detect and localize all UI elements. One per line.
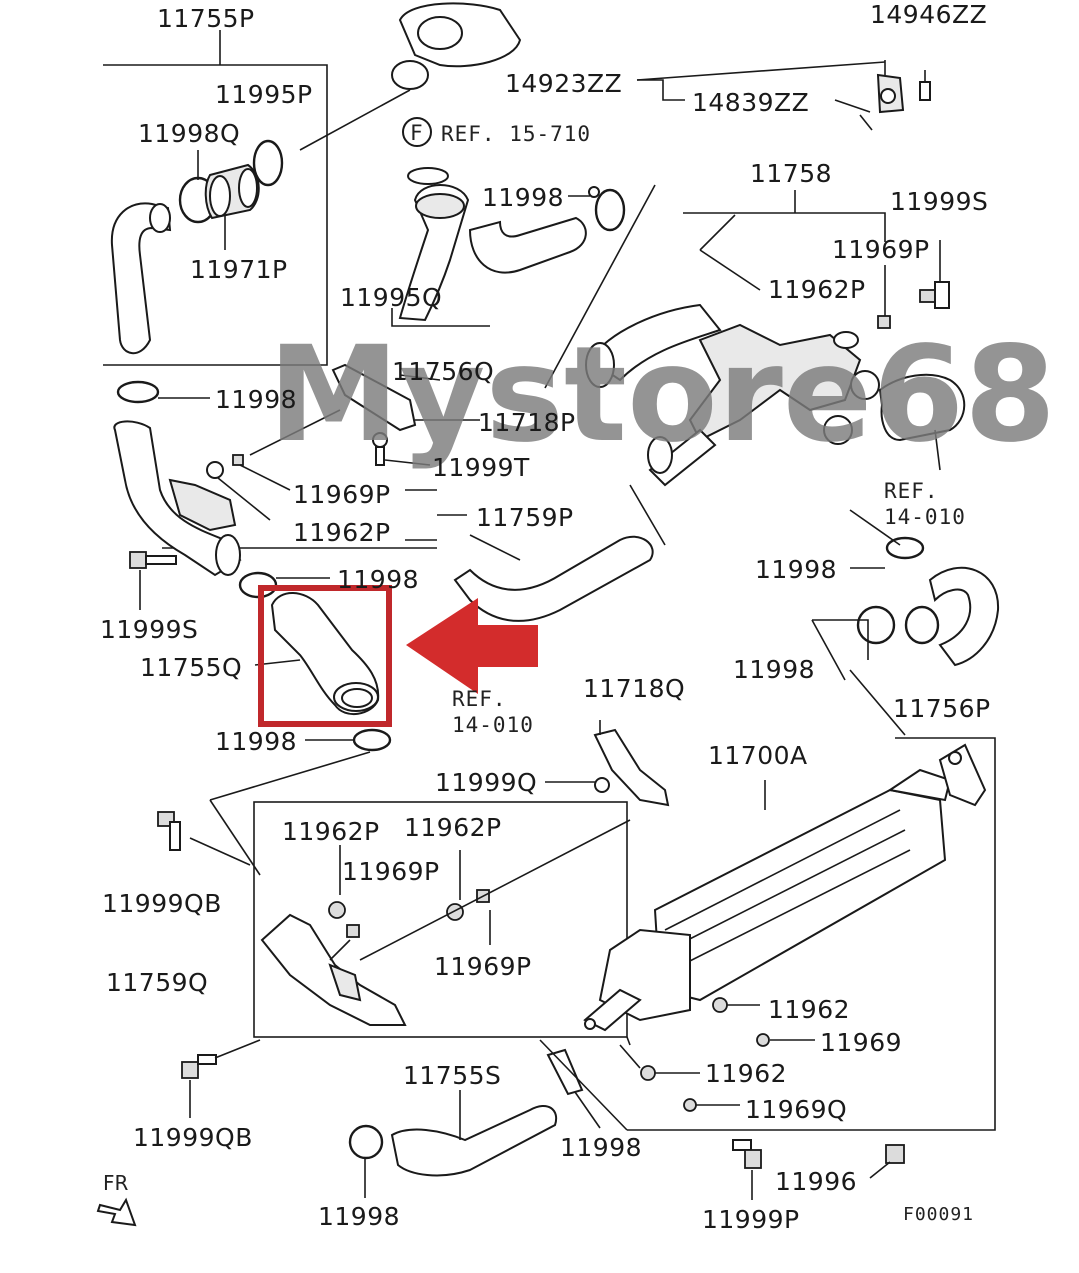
label-11999Q: 11999Q [435,768,537,797]
bolt-11999QB-top [157,811,251,866]
label-11969P-a: 11969P [832,235,930,264]
label-11756Q: 11756Q [392,357,494,386]
label-11971P: 11971P [190,255,288,284]
label-11969Q: 11969Q [745,1095,847,1124]
turbo-outlet [299,2,522,151]
label-11999S-b: 11999S [100,615,198,644]
label-11969: 11969 [820,1028,902,1057]
label-ref-14-010-a-2: 14-010 [884,505,966,529]
fasteners-intercooler [619,997,815,1112]
label-11995Q: 11995Q [340,283,442,312]
label-11996: 11996 [775,1167,857,1196]
label-14923ZZ: 14923ZZ [505,69,622,98]
label-11759P: 11759P [476,503,574,532]
pipe-assembly-11758 [544,184,966,546]
label-11969P-c: 11969P [342,857,440,886]
label-11718P: 11718P [478,408,576,437]
label-11998-d: 11998 [337,565,419,594]
parts-artwork [96,2,1000,1227]
label-ref-14-010-b-1: REF. [452,687,507,711]
leader-lines [405,61,906,1131]
label-ref-14-010-b-2: 14-010 [452,713,534,737]
label-11998-g: 11998 [560,1133,642,1162]
sensor-14946ZZ [834,60,931,131]
bolt-11999QB-bottom [181,1039,261,1118]
label-11962P-d: 11962P [404,813,502,842]
red-pointer-arrow [406,598,538,694]
label-ref-F: F [410,121,424,145]
label-11999S-a: 11999S [890,187,988,216]
hose-11759P [113,380,291,577]
bolt-11999S-top [877,240,950,329]
clamp-11998-low [209,728,392,876]
label-FR: FR [103,1171,129,1195]
label-11962P-a: 11962P [768,275,866,304]
label-11755P: 11755P [157,4,255,33]
label-11756P: 11756P [893,694,991,723]
label-11998-h: 11998 [318,1202,400,1231]
label-11998-b: 11998 [215,385,297,414]
bracket-11718P [249,363,480,466]
label-11962-a: 11962 [768,995,850,1024]
bolt-11999P [732,1139,762,1200]
label-11998-c: 11998 [755,555,837,584]
label-11998-e: 11998 [733,655,815,684]
label-11998Q: 11998Q [138,119,240,148]
highlight-box [258,585,392,727]
label-11700A: 11700A [708,741,808,770]
intercooler-11700A [583,743,987,1032]
label-11969P-d: 11969P [434,952,532,981]
front-direction-icon [96,1197,137,1227]
label-11998-f: 11998 [215,727,297,756]
bracket-11718Q [545,720,670,807]
bracket-11759Q [260,819,631,1026]
label-11995P: 11995P [215,80,313,109]
hose-11755Q-highlighted [254,592,380,715]
part-labels: 11755P 14946ZZ 11995P 14923ZZ 14839ZZ 11… [100,0,991,1234]
label-ref-14-010-a-1: REF. [884,479,939,503]
label-11999T: 11999T [432,453,530,482]
watermark-text: Mystore68 [268,318,1056,472]
pipe-11998-top [468,186,626,274]
label-11759Q: 11759Q [106,968,208,997]
bolt-11999S-left [129,551,177,610]
label-11718Q: 11718Q [583,674,685,703]
hose-11995Q [398,117,470,322]
label-diagram-code: F00091 [903,1204,974,1225]
label-14946ZZ: 14946ZZ [870,0,987,29]
hose-11995P [110,139,284,355]
label-11962P-b: 11962P [293,518,391,547]
label-11962-b: 11962 [705,1059,787,1088]
label-14839ZZ: 14839ZZ [692,88,809,117]
label-11962P-c: 11962P [282,817,380,846]
label-11758: 11758 [750,159,832,188]
label-ref-15-710: REF. 15-710 [441,122,591,146]
label-11999P: 11999P [702,1205,800,1234]
hose-11755S [348,1048,601,1198]
label-11999QB-b: 11999QB [133,1123,253,1152]
bolt-11996 [869,1144,905,1179]
label-11998-a: 11998 [482,183,564,212]
label-11999QB-a: 11999QB [102,889,222,918]
label-11755Q: 11755Q [140,653,242,682]
label-11755S: 11755S [403,1061,501,1090]
label-11969P-b: 11969P [293,480,391,509]
pipe-ref-14010 [453,484,666,622]
hose-right-11998 [850,536,1000,667]
